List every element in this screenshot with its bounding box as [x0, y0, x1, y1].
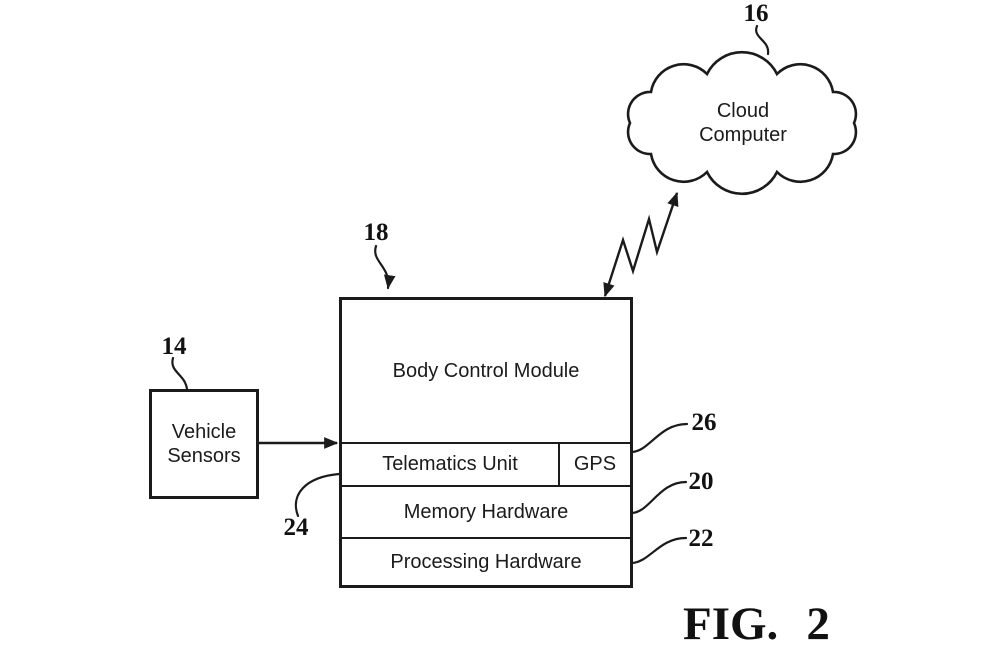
cloud-computer-label: Cloud Computer — [699, 99, 787, 147]
gps-cell: GPS — [558, 444, 630, 485]
memory-hardware-row: Memory Hardware — [342, 485, 630, 537]
processing-hardware-row: Processing Hardware — [342, 537, 630, 585]
leader-20 — [630, 480, 688, 515]
body-control-module-box: Body Control Module Telematics Unit GPS … — [339, 297, 633, 588]
cloud-computer-line2: Computer — [699, 124, 787, 146]
leader-22 — [630, 536, 688, 565]
leader-14 — [171, 356, 189, 391]
leader-26 — [630, 422, 689, 454]
cloud-computer-line1: Cloud — [716, 100, 770, 122]
figure-caption-word: FIG. — [683, 598, 779, 650]
vehicle-sensors-line2: Sensors — [167, 445, 241, 467]
leader-18 — [374, 244, 396, 290]
ref-label-16: 16 — [743, 0, 769, 27]
figure-caption-number: 2 — [806, 598, 830, 650]
vehicle-sensors-line1: Vehicle — [171, 421, 237, 443]
telematics-unit-cell: Telematics Unit — [382, 453, 518, 475]
telematics-gps-row: Telematics Unit GPS — [342, 442, 630, 485]
ref-label-26: 26 — [691, 409, 717, 436]
ref-label-24: 24 — [283, 514, 309, 541]
leader-24 — [294, 472, 341, 518]
wireless-link-icon — [603, 191, 679, 298]
leader-16 — [755, 24, 770, 56]
ref-label-22: 22 — [688, 525, 714, 552]
processing-hardware-cell: Processing Hardware — [390, 550, 582, 573]
figure-caption: FIG. 2 — [683, 597, 830, 651]
vehicle-sensors-box: Vehicle Sensors — [149, 389, 259, 499]
ref-label-14: 14 — [161, 333, 187, 360]
memory-hardware-cell: Memory Hardware — [403, 500, 569, 523]
body-control-module-title: Body Control Module — [392, 359, 580, 382]
ref-label-20: 20 — [688, 468, 714, 495]
ref-label-18: 18 — [363, 219, 389, 246]
cloud-shape — [626, 50, 858, 196]
